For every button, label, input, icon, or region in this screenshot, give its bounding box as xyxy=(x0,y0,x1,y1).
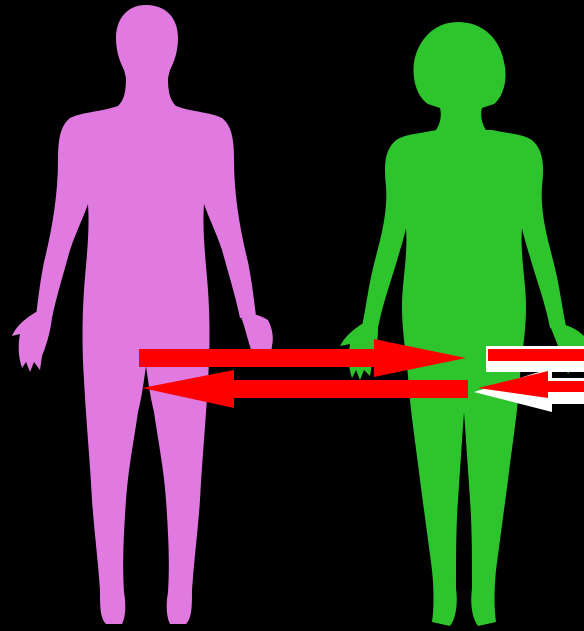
arrow-offscreen-right xyxy=(488,349,584,361)
male-head xyxy=(116,5,178,106)
